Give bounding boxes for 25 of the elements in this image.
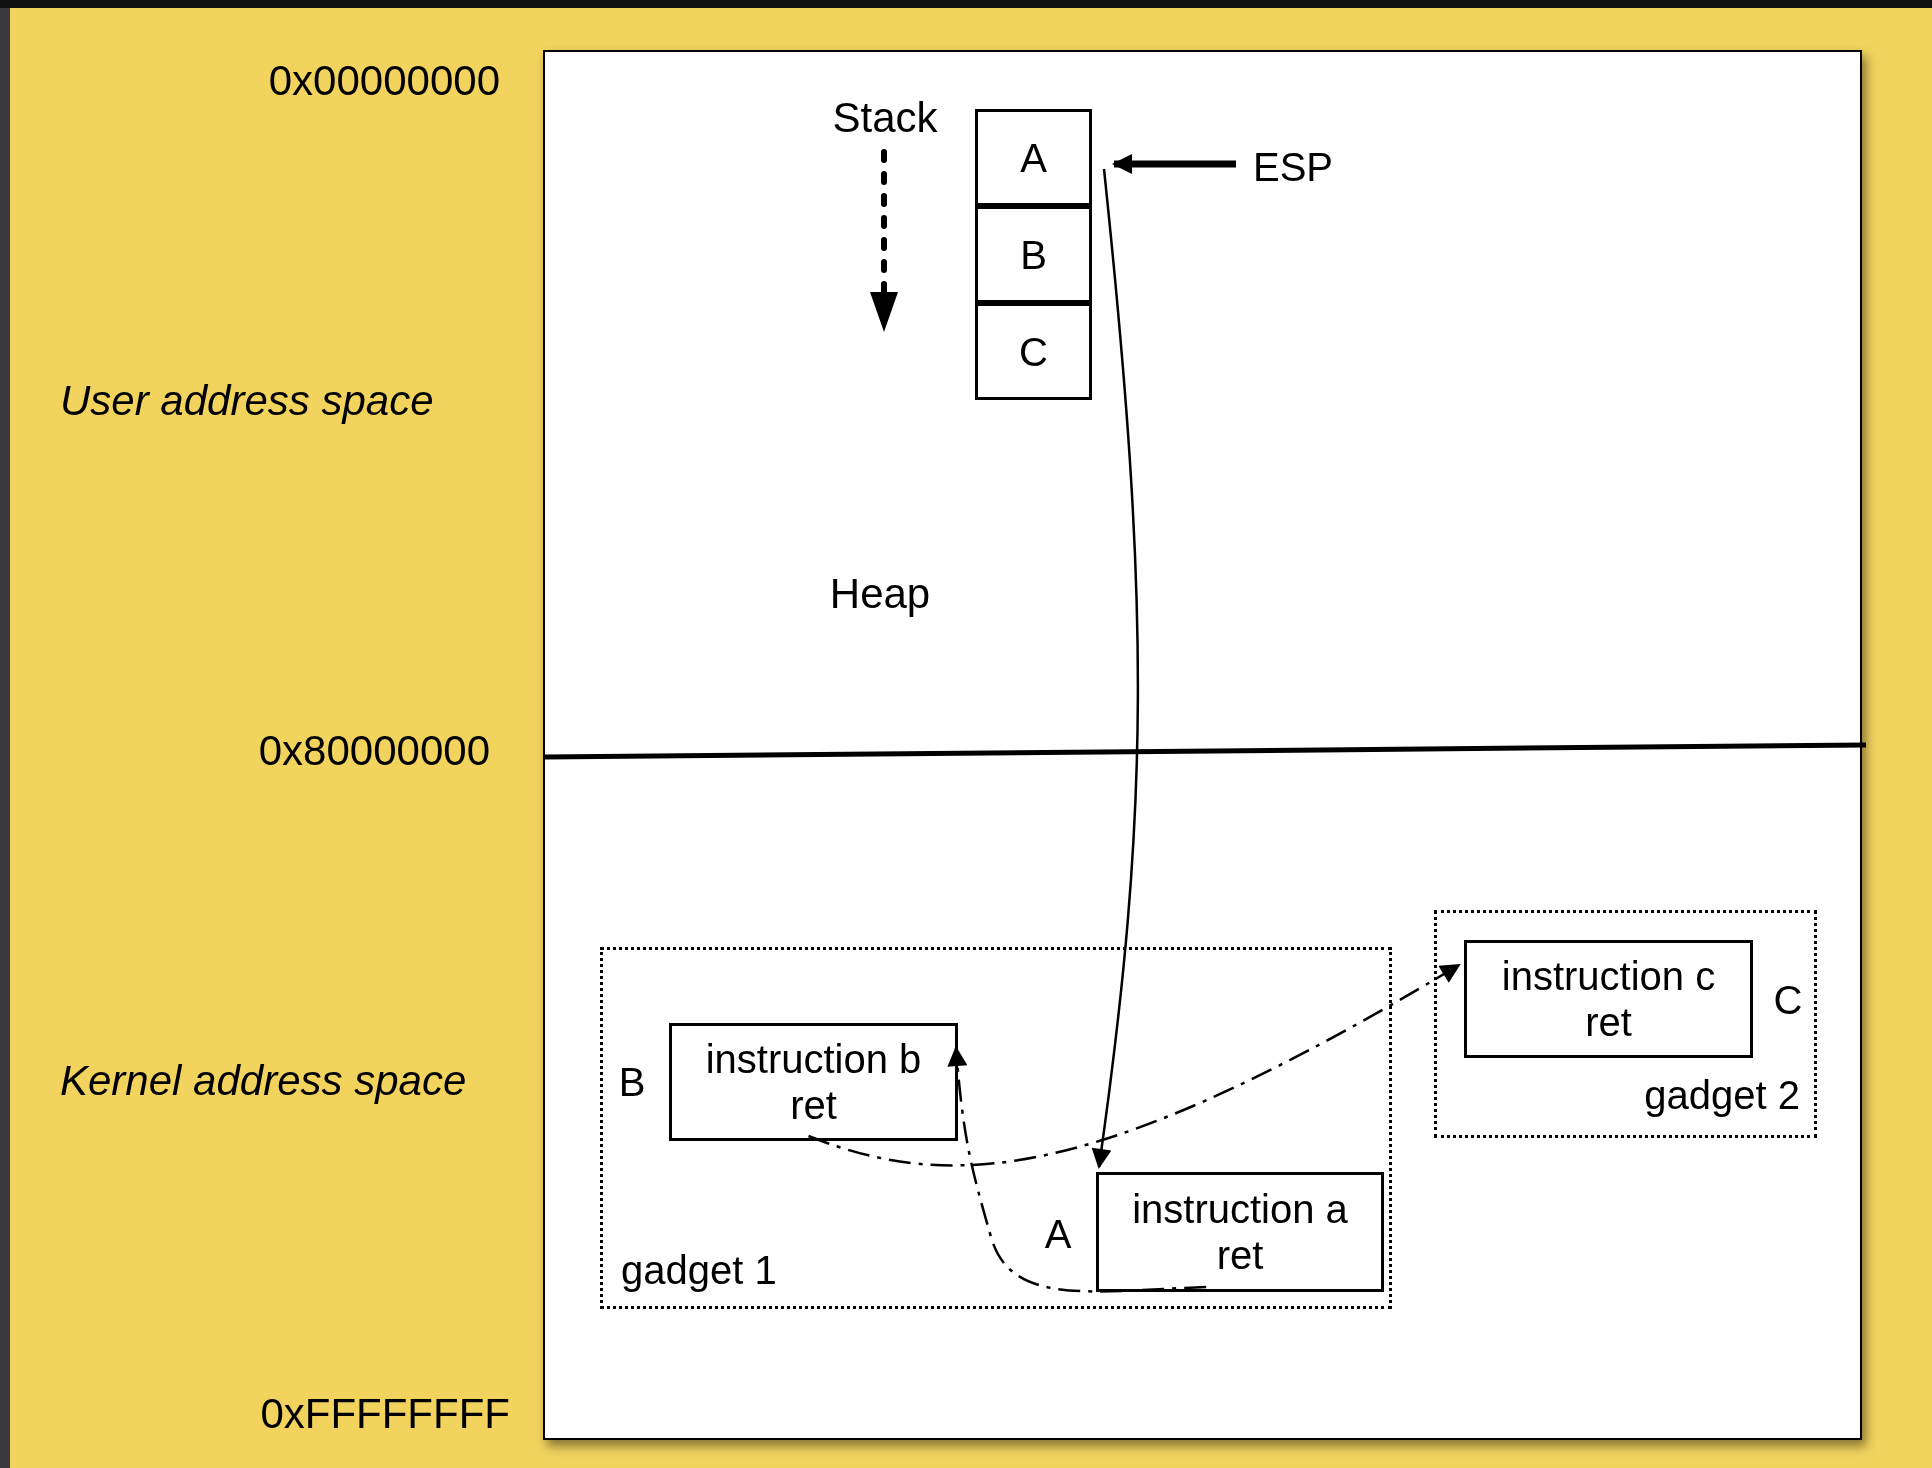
stack-cell: C — [975, 303, 1092, 400]
gadget-group-box — [600, 947, 1392, 1309]
group-label: gadget 2 — [1644, 1075, 1800, 1115]
address-label: 0x00000000 — [267, 56, 500, 106]
address-space-label: User address space — [60, 376, 435, 426]
stack-cell: A — [975, 109, 1092, 206]
memory-panel — [543, 50, 1862, 1440]
instruction-box: instruction b ret — [669, 1023, 958, 1141]
gadget-marker-letter: A — [1043, 1211, 1073, 1258]
address-label: 0xFFFFFFFF — [259, 1389, 510, 1439]
address-space-label: Kernel address space — [60, 1056, 468, 1106]
arrow — [947, 1046, 1207, 1293]
arrow — [1091, 168, 1140, 1169]
stack-cell: B — [975, 206, 1092, 303]
instruction-box: instruction c ret — [1464, 940, 1753, 1058]
instruction-box: instruction a ret — [1096, 1172, 1384, 1292]
gadget-marker-letter: B — [617, 1059, 647, 1106]
group-label: gadget 1 — [621, 1250, 777, 1290]
register-label: ESP — [1238, 142, 1348, 192]
gadget-group-box — [1434, 910, 1817, 1138]
region-label: Stack — [831, 93, 939, 143]
region-label: Heap — [828, 569, 932, 619]
gadget-marker-letter: C — [1772, 977, 1804, 1024]
arrow — [808, 963, 1461, 1167]
address-label: 0x80000000 — [257, 726, 490, 776]
